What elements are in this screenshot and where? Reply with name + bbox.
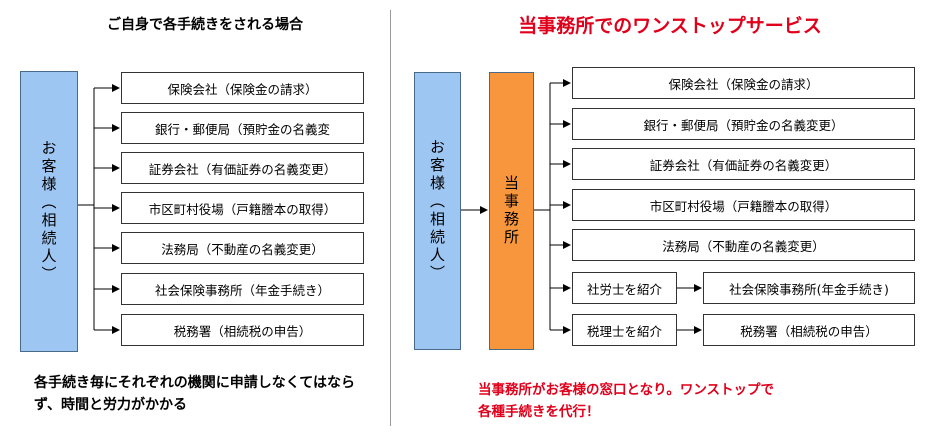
right-target-social-insurance: 社会保険事務所(年金手続き) (703, 272, 915, 304)
left-customer-box: お客様（相続人） (20, 71, 78, 352)
right-note-line1: 当事務所がお客様の窓口となり。ワンストップで (478, 382, 775, 398)
office-label: 当事務所 (502, 175, 520, 247)
right-target-insurance: 保険会社（保険金の請求） (572, 67, 915, 99)
right-note-line2: 各種手続きを代行！ (478, 404, 600, 420)
left-target-social-insurance: 社会保険事務所（年金手続き） (121, 273, 364, 305)
right-target-tax-office: 税務署（相続税の申告） (703, 314, 915, 346)
left-note: 各手続き毎にそれぞれの機関に申請しなくてはならず、時間と労力がかかる (34, 375, 356, 413)
right-panel-title: 当事務所でのワンストップサービス (518, 15, 822, 37)
left-target-insurance: 保険会社（保険金の請求） (121, 72, 364, 104)
left-target-city-office: 市区町村役場（戸籍謄本の取得） (121, 192, 364, 224)
right-customer-box: お客様（相続人） (414, 72, 461, 350)
right-note: 当事務所がお客様の窓口となり。ワンストップで 各種手続きを代行！ (478, 379, 858, 423)
referral-zeirishi: 税理士を紹介 (572, 314, 677, 346)
right-customer-label: お客様（相続人） (428, 139, 446, 283)
left-target-legal-affairs: 法務局（不動産の名義変更） (121, 232, 364, 264)
left-target-securities: 証券会社（有価証券の名義変更） (121, 152, 364, 184)
right-target-city-office: 市区町村役場（戸籍謄本の取得） (572, 189, 915, 221)
left-customer-label: お客様（相続人） (39, 139, 58, 284)
panel-divider (390, 10, 391, 426)
right-target-bank: 銀行・郵便局（預貯金の名義変更） (572, 108, 915, 140)
left-target-tax-office: 税務署（相続税の申告） (121, 314, 364, 346)
referral-sharoushi: 社労士を紹介 (572, 272, 677, 304)
office-box: 当事務所 (489, 72, 534, 350)
left-target-bank: 銀行・郵便局（預貯金の名義変 (121, 112, 364, 144)
right-target-legal-affairs: 法務局（不動産の名義変更） (572, 229, 915, 261)
left-panel-title: ご自身で各手続きをされる場合 (107, 17, 303, 33)
right-target-securities: 証券会社（有価証券の名義変更） (572, 148, 915, 180)
